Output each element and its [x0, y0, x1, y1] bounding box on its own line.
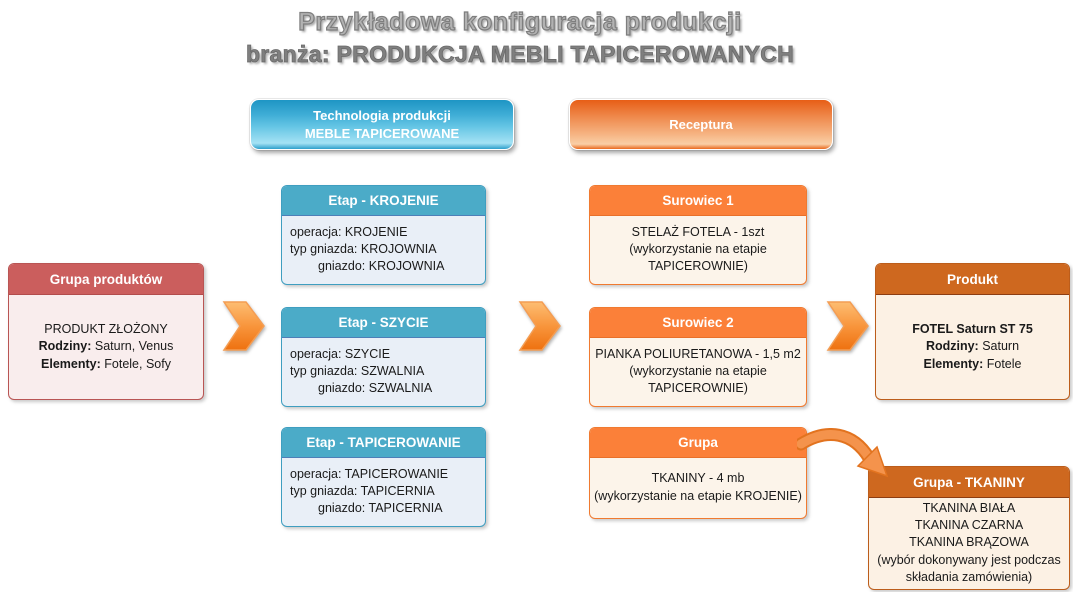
technology-header-line1: Technologia produkcji: [313, 107, 451, 123]
fabric-group-header: Grupa - TKANINY: [869, 467, 1069, 498]
curved-arrow-icon: [797, 428, 889, 478]
fabric-group-body: TKANINA BIAŁA TKANINA CZARNA TKANINA BRĄ…: [869, 498, 1069, 588]
material-line: TAPICEROWNIE): [648, 259, 748, 274]
stage-box-szycie: Etap - SZYCIE operacja: SZYCIE typ gniaz…: [281, 307, 486, 407]
elements-value: Fotele, Sofy: [104, 356, 171, 371]
stage-krojenie-header: Etap - KROJENIE: [282, 186, 485, 216]
families-value: Saturn, Venus: [94, 339, 174, 354]
technology-header-button: Technologia produkcji MEBLE TAPICEROWANE: [250, 99, 514, 150]
flow-arrow-icon: [222, 301, 265, 351]
families-value: Saturn: [982, 339, 1020, 354]
title-line2: branża: PRODUKCJA MEBLI TAPICEROWANYCH: [245, 41, 795, 68]
fabric-item: TKANINA CZARNA: [914, 518, 1024, 533]
product-families: Rodziny: Saturn: [926, 338, 1019, 355]
elements-label: Elementy:: [923, 356, 984, 371]
material-line: (wykorzystanie na etapie: [629, 363, 767, 378]
product-group-header: Grupa produktów: [9, 264, 203, 295]
material-line: STELAŻ FOTELA - 1szt: [631, 224, 765, 239]
product-group-body: PRODUKT ZŁOŻONY Rodziny: Saturn, Venus E…: [9, 295, 203, 399]
elements-value: Fotele: [986, 356, 1022, 371]
fabric-note-line1: (wybór dokonywany jest podczas: [877, 552, 1061, 567]
fabric-group-box: Grupa - TKANINY TKANINA BIAŁA TKANINA CZ…: [868, 466, 1070, 590]
material-1-header: Surowiec 1: [590, 186, 806, 216]
product-group-families: Rodziny: Saturn, Venus: [39, 338, 174, 355]
stage-box-krojenie: Etap - KROJENIE operacja: KROJENIE typ g…: [281, 185, 486, 285]
material-line: (wykorzystanie na etapie: [629, 241, 767, 256]
fabric-item: TKANINA BRĄZOWA: [909, 535, 1029, 550]
product-group-name: PRODUKT ZŁOŻONY: [44, 322, 168, 337]
material-group-header: Grupa: [590, 428, 806, 458]
stage-slot-type: typ gniazda: SZWALNIA: [290, 363, 425, 378]
families-label: Rodziny:: [38, 339, 92, 354]
technology-header-line2: MEBLE TAPICEROWANE: [304, 125, 460, 141]
stage-slot: gniazdo: KROJOWNIA: [318, 259, 445, 274]
stage-slot-type: typ gniazda: KROJOWNIA: [290, 241, 437, 256]
material-line: (wykorzystanie na etapie KROJENIE): [594, 488, 802, 503]
stage-tapicerowanie-header: Etap - TAPICEROWANIE: [282, 428, 485, 458]
material-line: TKANINY - 4 mb: [651, 471, 745, 486]
product-elements: Elementy: Fotele: [924, 356, 1022, 373]
product-group-elements: Elementy: Fotele, Sofy: [41, 356, 171, 373]
title-line1: Przykładowa konfiguracja produkcji: [298, 7, 742, 36]
stage-operation: operacja: TAPICEROWANIE: [290, 466, 449, 481]
flow-arrow-icon: [826, 301, 869, 351]
stage-szycie-header: Etap - SZYCIE: [282, 308, 485, 338]
stage-box-tapicerowanie: Etap - TAPICEROWANIE operacja: TAPICEROW…: [281, 427, 486, 527]
recipe-header-label: Receptura: [669, 116, 733, 132]
stage-slot: gniazdo: TAPICERNIA: [318, 501, 443, 516]
product-group-box: Grupa produktów PRODUKT ZŁOŻONY Rodziny:…: [8, 263, 204, 400]
stage-krojenie-body: operacja: KROJENIE typ gniazda: KROJOWNI…: [282, 216, 485, 283]
stage-tapicerowanie-body: operacja: TAPICEROWANIE typ gniazda: TAP…: [282, 458, 485, 525]
material-line: PIANKA POLIURETANOWA - 1,5 m2: [595, 346, 801, 361]
flow-arrow-icon: [518, 301, 561, 351]
diagram-title: Przykładowa konfiguracja produkcji branż…: [0, 7, 1040, 68]
elements-label: Elementy:: [41, 356, 101, 371]
material-box-1: Surowiec 1 STELAŻ FOTELA - 1szt (wykorzy…: [589, 185, 807, 285]
material-line: TAPICEROWNIE): [648, 381, 748, 396]
material-2-header: Surowiec 2: [590, 308, 806, 338]
stage-operation: operacja: SZYCIE: [290, 346, 391, 361]
product-name: FOTEL Saturn ST 75: [912, 322, 1033, 337]
product-box: Produkt FOTEL Saturn ST 75 Rodziny: Satu…: [875, 263, 1070, 400]
product-header: Produkt: [876, 264, 1069, 295]
stage-slot-type: typ gniazda: TAPICERNIA: [290, 483, 435, 498]
material-box-2: Surowiec 2 PIANKA POLIURETANOWA - 1,5 m2…: [589, 307, 807, 407]
fabric-note-line2: składania zamówienia): [905, 569, 1033, 584]
product-body: FOTEL Saturn ST 75 Rodziny: Saturn Eleme…: [876, 295, 1069, 399]
stage-szycie-body: operacja: SZYCIE typ gniazda: SZWALNIA g…: [282, 338, 485, 405]
material-1-body: STELAŻ FOTELA - 1szt (wykorzystanie na e…: [590, 216, 806, 283]
material-2-body: PIANKA POLIURETANOWA - 1,5 m2 (wykorzyst…: [590, 338, 806, 405]
material-box-group: Grupa TKANINY - 4 mb (wykorzystanie na e…: [589, 427, 807, 519]
stage-slot: gniazdo: SZWALNIA: [318, 381, 433, 396]
families-label: Rodziny:: [925, 339, 979, 354]
recipe-header-button: Receptura: [569, 99, 833, 150]
material-group-body: TKANINY - 4 mb (wykorzystanie na etapie …: [590, 458, 806, 517]
stage-operation: operacja: KROJENIE: [290, 224, 408, 239]
fabric-item: TKANINA BIAŁA: [922, 500, 1016, 515]
